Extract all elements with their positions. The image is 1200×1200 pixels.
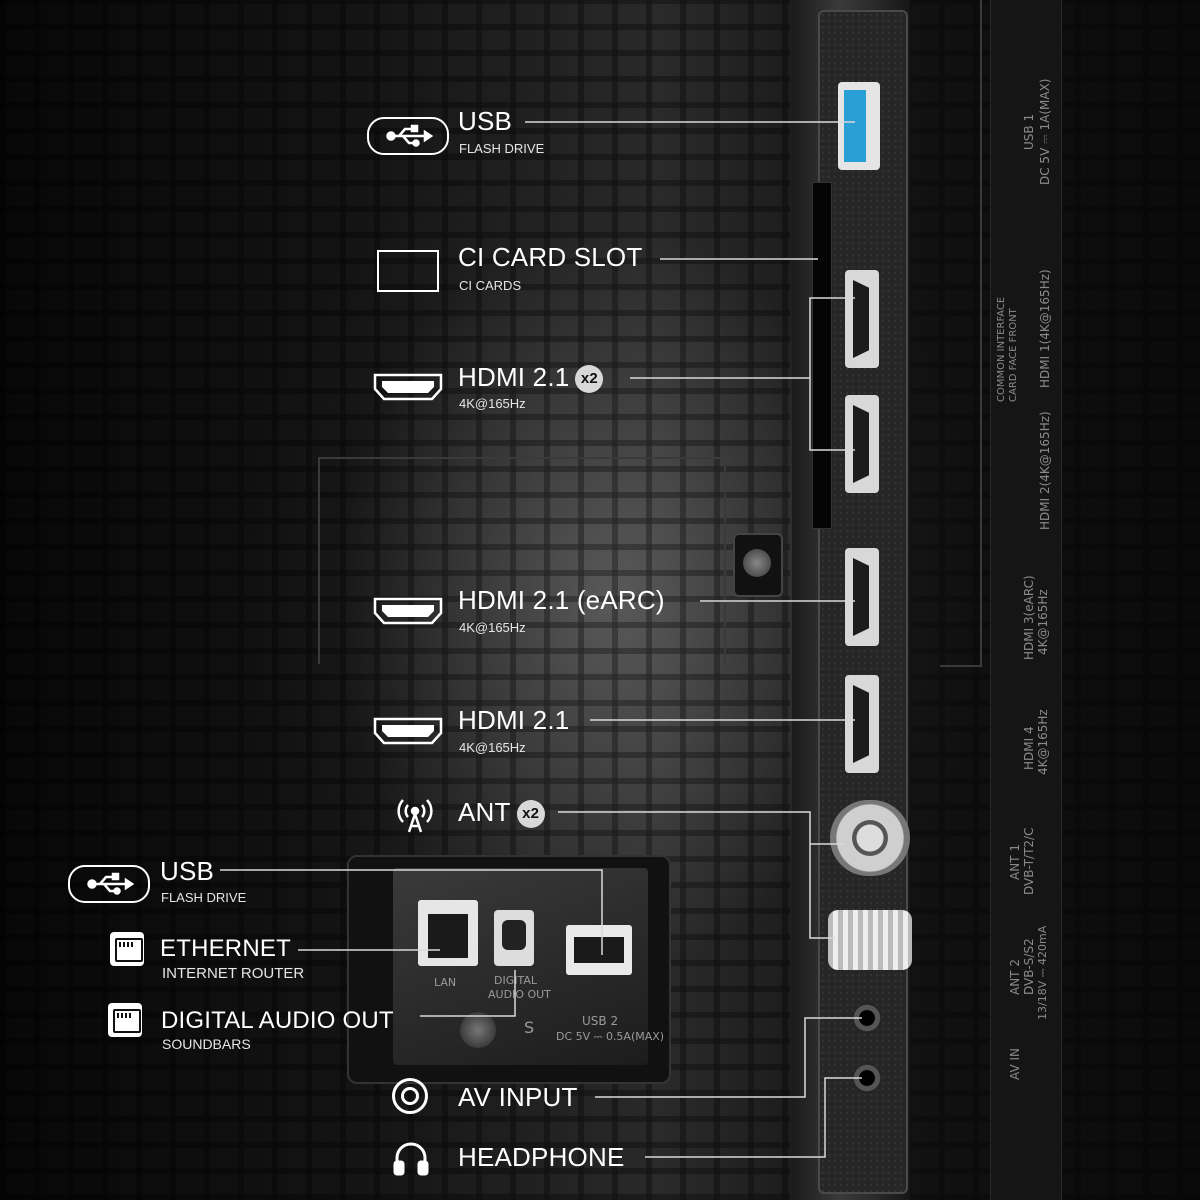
ethernet-title: ETHERNET [160, 935, 291, 962]
strip-frame [818, 10, 908, 1194]
ant1-port[interactable] [830, 800, 910, 876]
headphone-title: HEADPHONE [458, 1142, 625, 1172]
recessed-panel [318, 457, 726, 664]
hdmi3-port[interactable] [845, 548, 879, 646]
usb-side-title: USB [160, 856, 215, 886]
usb-top-title: USB [458, 106, 513, 136]
side-plate [940, 0, 982, 667]
ant2-port[interactable] [828, 910, 912, 970]
hdmi-earc-subtitle: 4K@165Hz [459, 620, 526, 635]
usb-side-icon [68, 865, 150, 903]
ci-card-icon [377, 250, 439, 292]
usb2-label: USB 2 [582, 1014, 619, 1028]
lan-label: LAN [434, 976, 457, 989]
ant-title-text: ANT [458, 797, 511, 827]
usb1-port-tongue [844, 90, 866, 162]
ci-card-slot-subtitle: CI CARDS [459, 278, 522, 293]
ci-card-slot-title: CI CARD SLOT [458, 242, 643, 272]
ethernet-icon [110, 932, 144, 966]
optical-port[interactable] [494, 910, 534, 966]
hdmi-earc-icon [372, 596, 444, 631]
digital-audio-out-title: DIGITAL AUDIO OUT [161, 1007, 394, 1034]
mount-screw [733, 533, 783, 597]
side-label-plate [990, 0, 1062, 1200]
usb-top-subtitle: FLASH DRIVE [459, 141, 545, 156]
av-input-title: AV INPUT [458, 1082, 578, 1112]
digital-audio-out-icon [108, 1003, 142, 1037]
usb2-port[interactable] [566, 925, 632, 975]
ethernet-subtitle: INTERNET ROUTER [162, 965, 305, 982]
hdmi-icon [372, 716, 444, 751]
usb2-power-label: DC 5V ⎓ 0.5A(MAX) [556, 1030, 665, 1043]
hdmi-x2-title-text: HDMI 2.1 [458, 362, 570, 392]
usb-top-icon [367, 117, 449, 155]
ant-badge: x2 [516, 800, 545, 829]
hdmi1-port[interactable] [845, 270, 879, 368]
digital-audio-out-label-2: AUDIO OUT [488, 988, 551, 1001]
hdmi-title: HDMI 2.1 [458, 705, 570, 735]
ci-card-slot[interactable] [812, 182, 832, 529]
headphone-icon [391, 1138, 431, 1183]
hdmi-x2-badge: x2 [575, 365, 604, 394]
panel-screw [460, 1012, 496, 1048]
hdmi-earc-title: HDMI 2.1 (eARC) [458, 585, 665, 615]
antenna-icon [393, 790, 437, 839]
usb1-port[interactable] [838, 82, 880, 170]
hdmi2-port[interactable] [845, 395, 879, 493]
hdmi4-port[interactable] [845, 675, 879, 773]
hdmi-x2-subtitle: 4K@165Hz [459, 396, 526, 411]
s-mark: S [524, 1018, 535, 1037]
av-input-icon [392, 1078, 428, 1114]
lan-port[interactable] [418, 900, 478, 966]
usb-side-subtitle: FLASH DRIVE [161, 890, 247, 905]
hdmi-x2-icon [372, 372, 444, 407]
hdmi-subtitle: 4K@165Hz [459, 740, 526, 755]
digital-audio-out-subtitle: SOUNDBARS [162, 1036, 251, 1052]
